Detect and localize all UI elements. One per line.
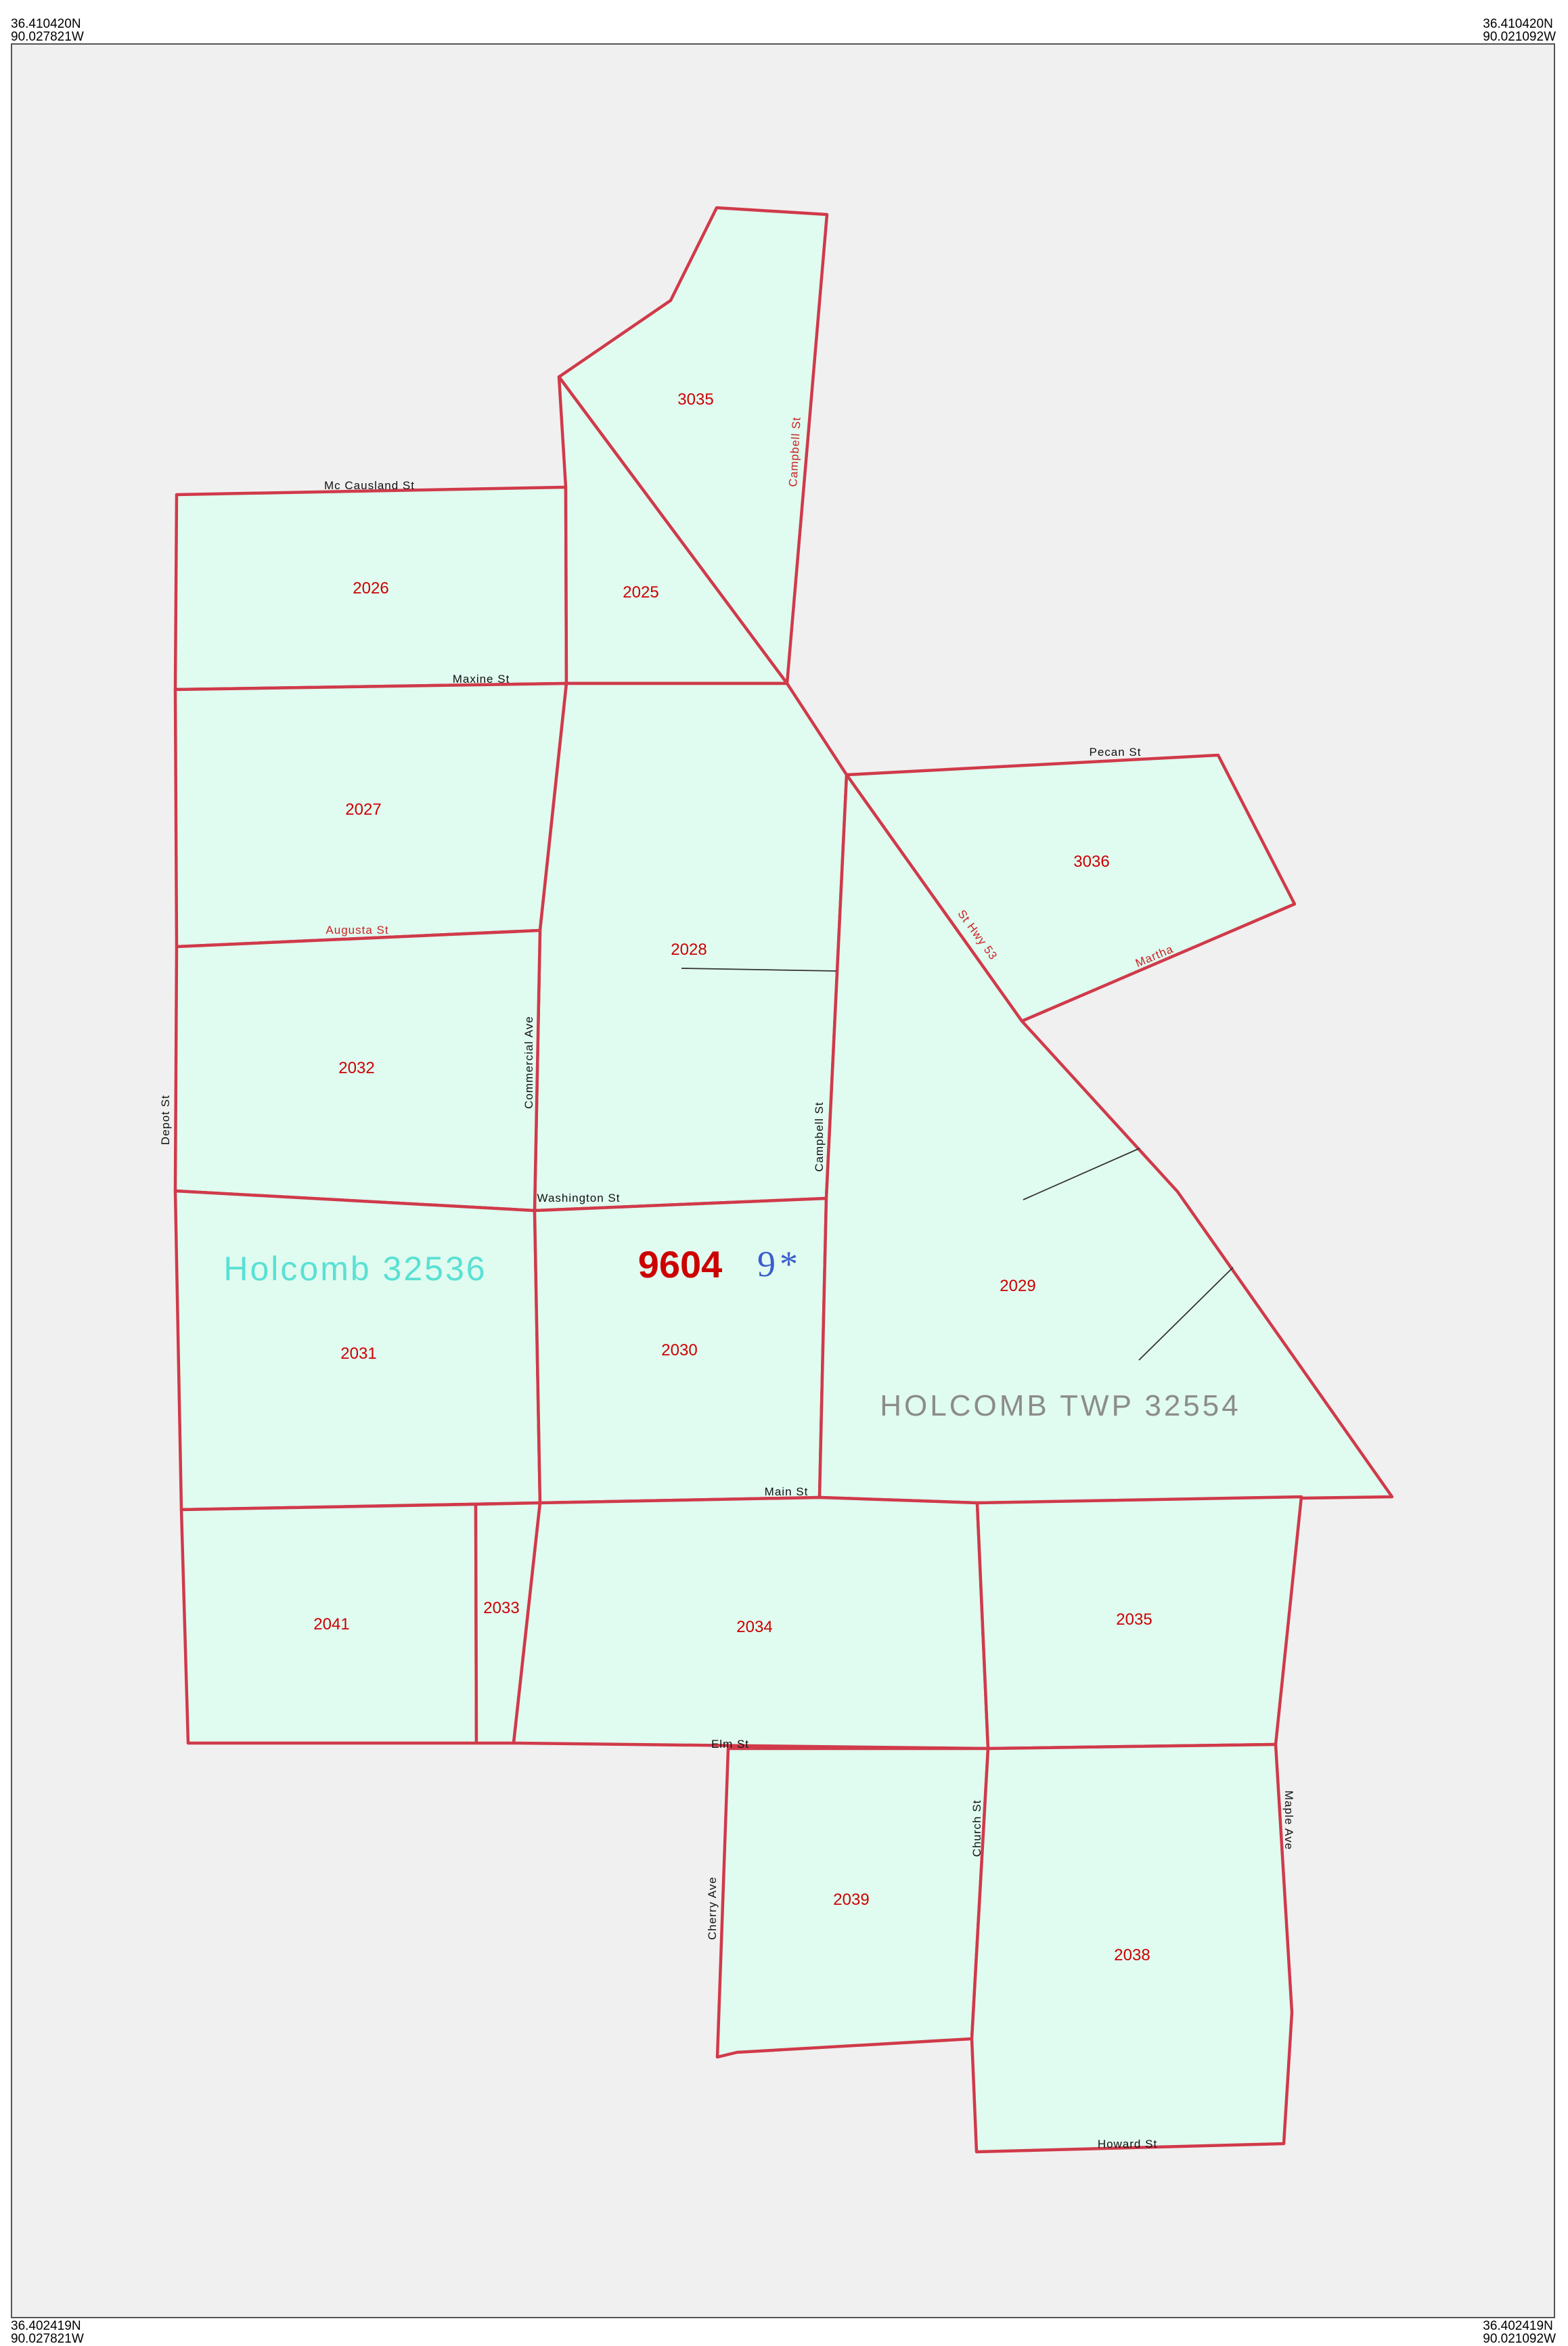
block-label-2038: 2038 [1114,1946,1150,1964]
tract-suffix: 9* [757,1244,802,1284]
place-label-holcomb: Holcomb 32536 [223,1250,487,1288]
block-label-2034: 2034 [736,1618,772,1636]
internal-line-2029-a [1023,1148,1140,1200]
block-label-2032: 2032 [338,1059,374,1077]
corner-top-right-lon: 90.021092W [1483,30,1556,44]
block-label-2026: 2026 [353,579,388,597]
street-commercial: Commercial Ave [522,1016,535,1108]
street-depot: Depot St [159,1095,172,1145]
corner-top-left-lon: 90.027821W [11,30,84,44]
street-washington: Washington St [537,1192,621,1204]
block-label-2041: 2041 [313,1615,349,1633]
internal-line-2029-b [1138,1267,1234,1361]
block-label-2028: 2028 [671,941,707,959]
street-campbell: Campbell St [813,1102,826,1172]
street-elm: Elm St [711,1738,749,1751]
corner-top-left-lat: 36.410420N [11,17,81,31]
corner-top-left-coords: 36.410420N 90.027821W [11,18,84,43]
block-label-2031: 2031 [340,1345,376,1363]
corner-top-right-lat: 36.410420N [1483,17,1553,31]
block-label-3036: 3036 [1073,853,1109,871]
block-2038[interactable] [970,1742,1294,2154]
block-label-2029: 2029 [1000,1277,1035,1295]
block-label-2035: 2035 [1116,1610,1152,1629]
street-pecan: Pecan St [1090,746,1142,759]
block-label-2033: 2033 [483,1599,519,1617]
corner-bottom-left-lat: 36.402419N [11,2319,81,2333]
block-label-2039: 2039 [833,1891,869,1909]
street-mc-causland: Mc Causland St [324,479,415,492]
corner-bottom-right-lat: 36.402419N [1483,2319,1553,2333]
block-label-2030: 2030 [661,1341,697,1359]
township-label-holcomb: HOLCOMB TWP 32554 [880,1389,1240,1422]
block-label-3035: 3035 [677,390,713,409]
block-2039[interactable] [715,1746,990,2059]
street-howard: Howard St [1098,2138,1157,2150]
street-cherry: Cherry Ave [706,1876,719,1940]
block-label-2027: 2027 [345,800,381,819]
internal-line-2028 [681,968,837,972]
street-maxine: Maxine St [453,673,510,685]
street-church: Church St [970,1800,983,1857]
block-label-2025: 2025 [623,583,658,602]
street-augusta: Augusta St [326,924,388,937]
tract-number: 9604 [638,1243,723,1286]
street-maple: Maple Ave [1282,1790,1295,1850]
corner-top-right-coords: 36.410420N 90.021092W [1483,18,1556,43]
street-main: Main St [765,1485,809,1498]
